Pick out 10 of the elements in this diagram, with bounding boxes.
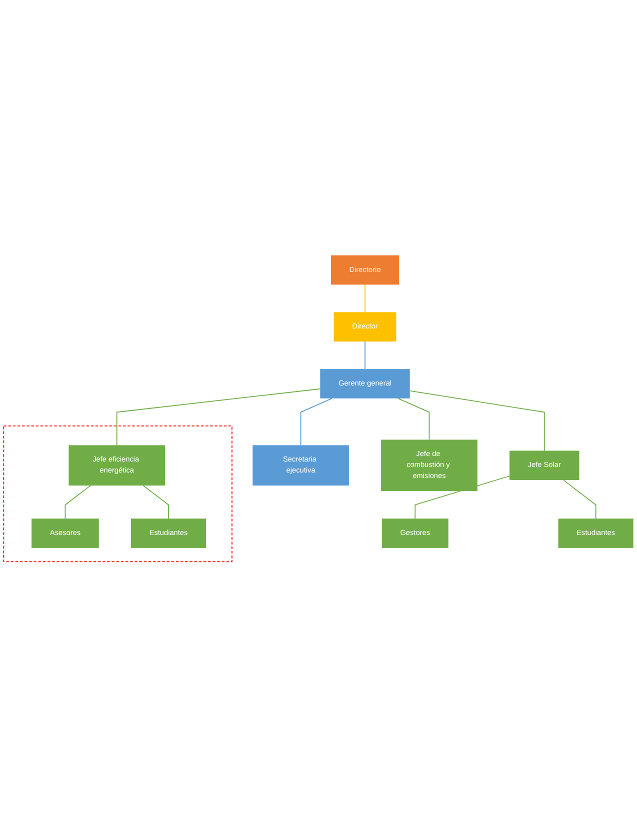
connector xyxy=(398,398,430,440)
connector xyxy=(563,480,596,520)
connector xyxy=(300,398,332,446)
cluster xyxy=(3,425,232,562)
connector xyxy=(64,485,91,520)
connector xyxy=(409,390,545,452)
connector xyxy=(116,388,321,446)
connector xyxy=(142,485,169,520)
connector xyxy=(364,284,366,313)
connector xyxy=(364,341,366,370)
